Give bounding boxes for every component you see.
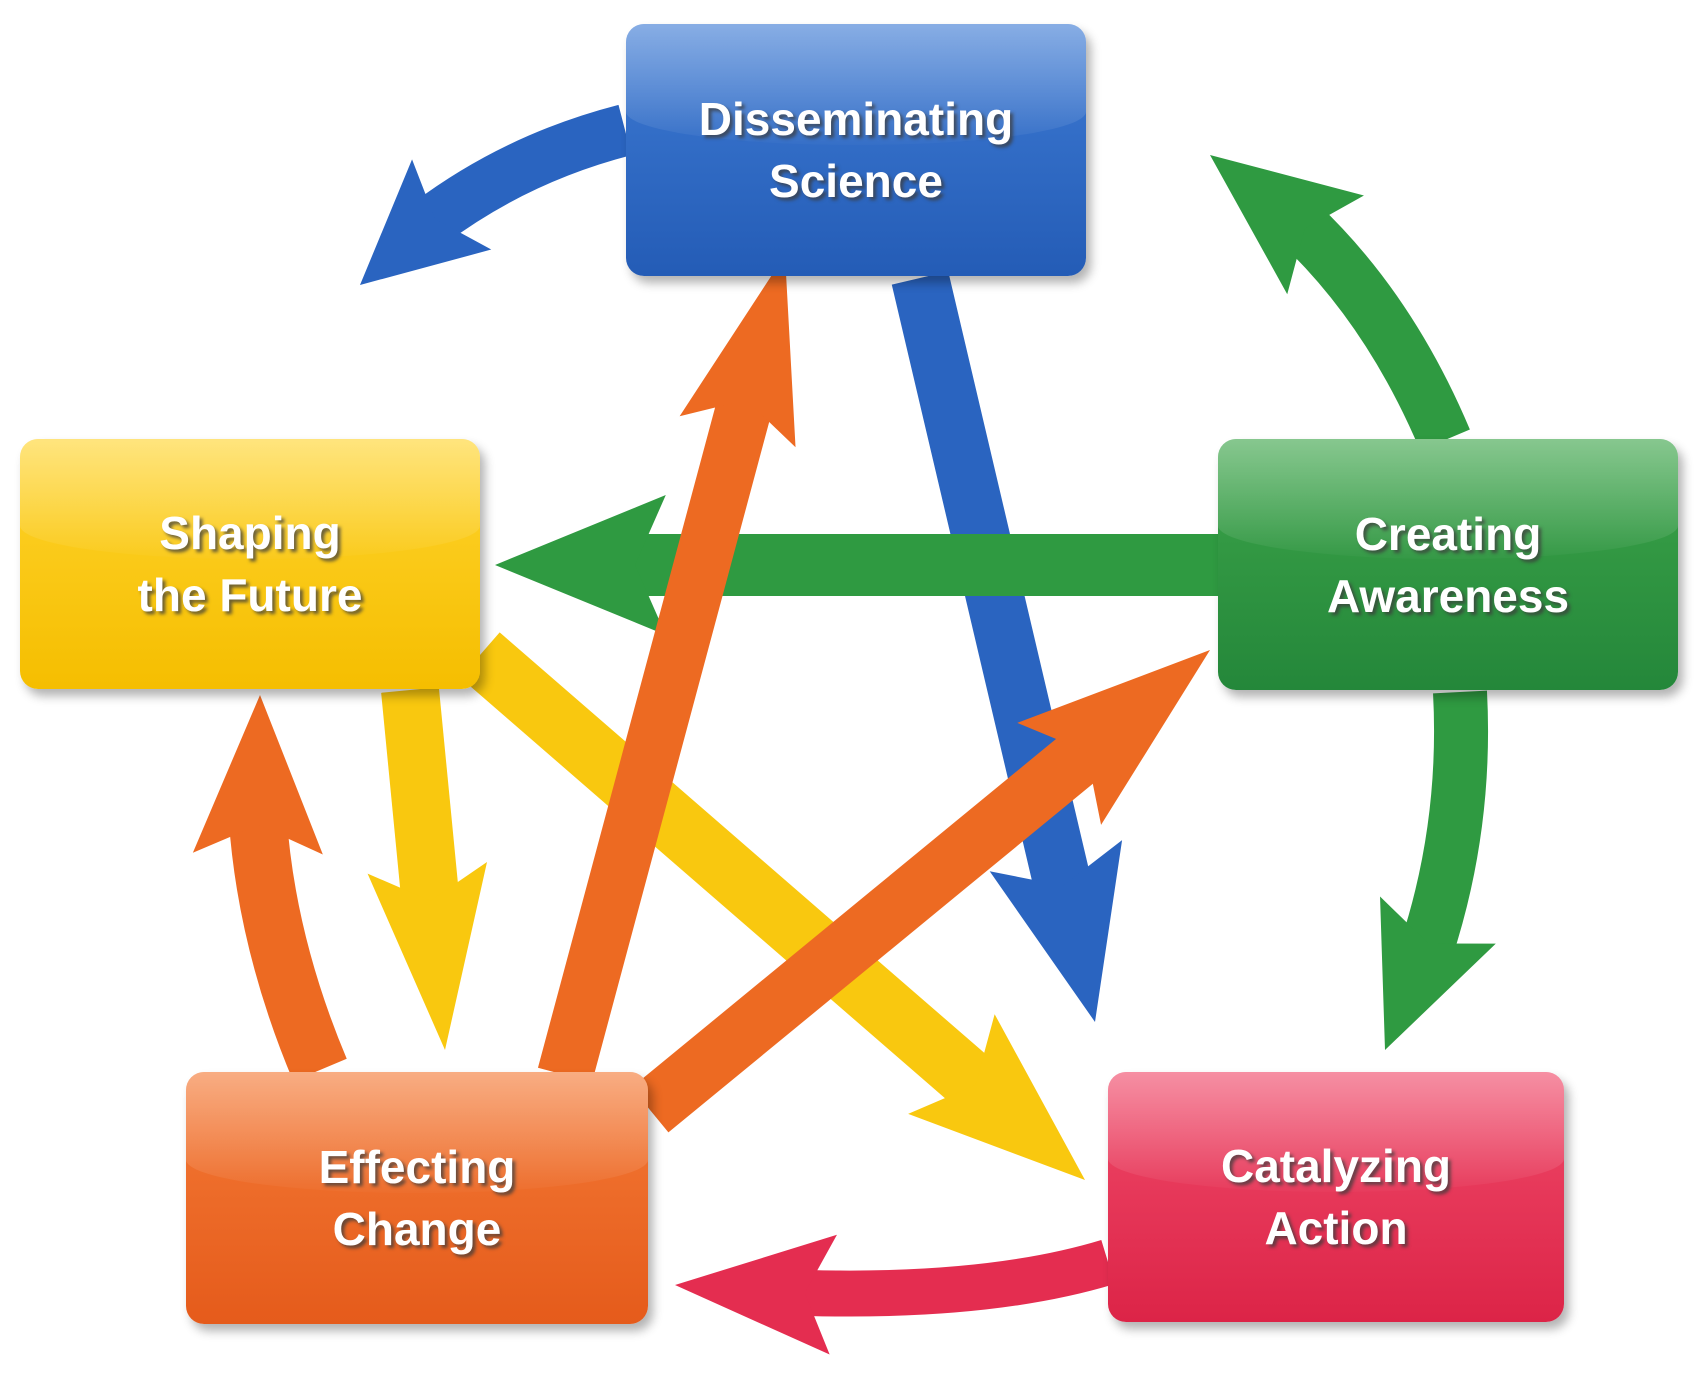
node-creating-awareness: Creating Awareness xyxy=(1218,439,1678,690)
arrow-shaft xyxy=(537,376,778,1083)
node-label-line: Science xyxy=(769,155,943,207)
arrow-shaft xyxy=(414,104,632,244)
node-label-line: Catalyzing xyxy=(1220,1140,1452,1192)
node-label: Effecting Change xyxy=(319,1136,516,1260)
node-label-line: Change xyxy=(332,1203,502,1255)
arrow-change-science xyxy=(537,255,796,1083)
arrow-future-action xyxy=(460,632,1085,1180)
arrow-head xyxy=(367,862,488,1050)
arrow-shaft xyxy=(381,687,461,911)
node-label-line: Shaping xyxy=(159,507,341,559)
arrow-science-action xyxy=(891,271,1123,1022)
node-label: Shaping the Future xyxy=(138,502,363,626)
arrow-shaft xyxy=(1280,204,1470,451)
node-label: Catalyzing Action xyxy=(1221,1135,1451,1259)
arrow-awareness-action xyxy=(1380,690,1496,1050)
arrow-science-future xyxy=(360,104,632,285)
node-label-line: Disseminating xyxy=(698,93,1014,145)
arrow-head xyxy=(1380,896,1496,1050)
node-label-line: Action xyxy=(1264,1202,1408,1254)
arrow-head xyxy=(989,840,1123,1022)
arrow-awareness-future xyxy=(495,495,1218,635)
node-catalyzing-action: Catalyzing Action xyxy=(1108,1072,1564,1322)
arrow-action-change xyxy=(675,1234,1115,1355)
arrow-shaft xyxy=(1400,690,1489,959)
arrow-shaft xyxy=(794,1239,1115,1317)
arrow-head xyxy=(675,1234,837,1355)
arrow-shaft xyxy=(631,719,1116,1133)
node-label: Creating Awareness xyxy=(1327,503,1569,627)
arrow-awareness-science xyxy=(1210,155,1470,451)
node-label-line: Effecting xyxy=(318,1141,516,1193)
arrow-head xyxy=(679,255,796,448)
node-label: Disseminating Science xyxy=(699,88,1013,212)
arrow-change-awareness xyxy=(631,650,1210,1133)
node-disseminating-science: Disseminating Science xyxy=(626,24,1086,276)
node-label-line: Awareness xyxy=(1326,569,1570,622)
arrow-shaft xyxy=(228,815,347,1082)
arrow-head xyxy=(495,495,666,635)
arrow-head xyxy=(360,159,492,285)
arrow-shaft xyxy=(460,632,1008,1119)
node-shaping-the-future: Shaping the Future xyxy=(20,439,480,689)
arrow-future-change xyxy=(367,687,488,1050)
arrow-head xyxy=(1017,650,1210,825)
arrow-change-future xyxy=(192,695,347,1082)
node-label-line: the Future xyxy=(137,569,363,621)
node-label-line: Creating xyxy=(1354,507,1542,560)
node-effecting-change: Effecting Change xyxy=(186,1072,648,1324)
arrow-head xyxy=(908,1014,1085,1180)
arrow-head xyxy=(192,695,323,855)
arrow-head xyxy=(1210,155,1364,295)
